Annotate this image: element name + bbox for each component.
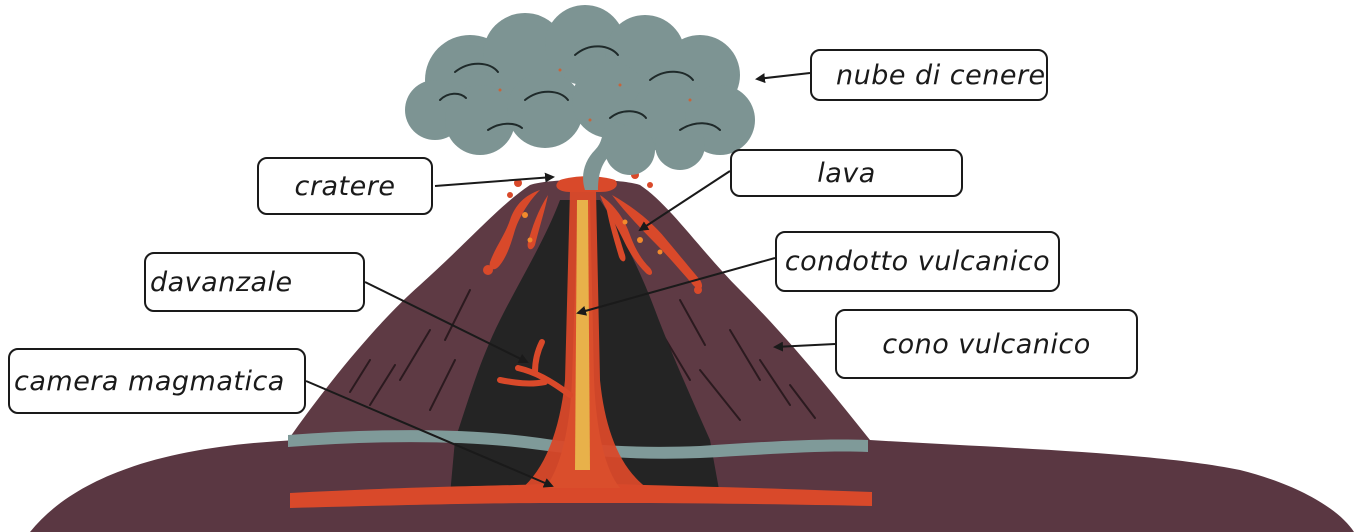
leader-lines xyxy=(305,72,836,488)
ash-cloud xyxy=(405,5,755,175)
leader-ash-cloud xyxy=(755,72,811,84)
smoke-column xyxy=(583,120,625,190)
leader-cone xyxy=(773,341,836,352)
label-volcanic-cone: cono vulcanico xyxy=(835,309,1138,379)
ash-speckles xyxy=(498,68,692,122)
sill xyxy=(497,339,573,398)
label-magma-chamber: camera magmatica xyxy=(8,348,306,414)
label-ash-cloud-text: nube di cenere xyxy=(836,59,1046,91)
conduit-core xyxy=(575,200,590,470)
label-sill-text: davanzale xyxy=(150,266,293,298)
label-crater: cratere xyxy=(257,157,433,215)
ash-cloud-contours xyxy=(439,45,721,131)
leader-lava xyxy=(638,170,731,232)
leader-conduit xyxy=(576,257,776,316)
leader-magma-chamber xyxy=(305,380,554,488)
label-lava-text: lava xyxy=(817,157,876,189)
label-volcanic-cone-text: cono vulcanico xyxy=(882,328,1091,360)
label-lava: lava xyxy=(730,149,963,197)
label-sill: davanzale xyxy=(144,252,365,312)
magma-chamber xyxy=(290,484,872,508)
label-ash-cloud: nube di cenere xyxy=(810,49,1048,101)
leader-sill xyxy=(364,281,529,363)
label-volcanic-conduit-text: condotto vulcanico xyxy=(784,246,1051,277)
lava-highlights xyxy=(522,212,663,255)
label-volcanic-conduit: condotto vulcanico xyxy=(775,231,1060,292)
leader-crater xyxy=(434,172,555,187)
label-magma-chamber-text: camera magmatica xyxy=(14,365,285,397)
label-crater-text: cratere xyxy=(294,170,396,202)
